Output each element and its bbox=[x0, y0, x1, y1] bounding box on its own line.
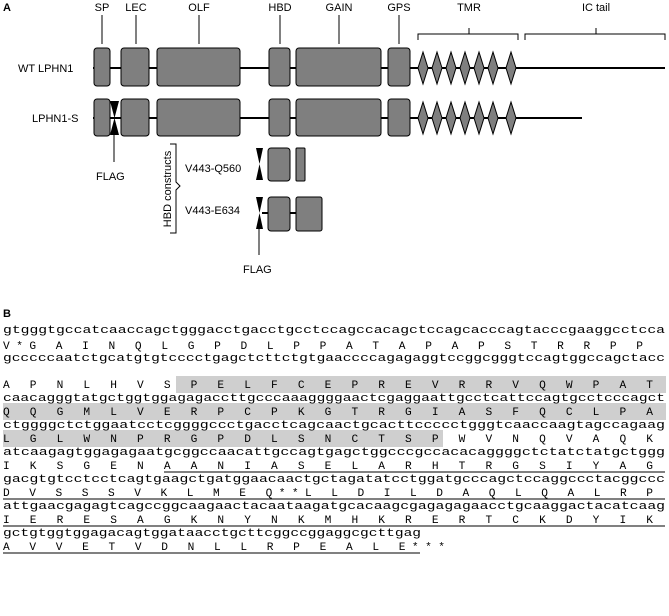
q560-hbd-domain bbox=[267, 147, 291, 182]
domain-label-lec: LEC bbox=[125, 2, 146, 14]
flag-label-bottom: FLAG bbox=[243, 264, 272, 276]
dna-line: attgaacgagagtcagccggcaagaactacaataagatgc… bbox=[3, 501, 665, 513]
aa-line: Q Q G M L V E R P C P K G T R G I A S F … bbox=[3, 407, 653, 419]
panel-b-letter: B bbox=[3, 308, 11, 320]
flag-label-top: FLAG bbox=[96, 171, 125, 183]
dna-line: gctgtggtggagacagtggataacctgcttcggccggagg… bbox=[3, 528, 421, 540]
e634-flag-marker bbox=[256, 197, 263, 229]
hbd-constructs-bracket bbox=[170, 143, 181, 234]
dna-line: gtgggtgccatcaaccagctgggacctgacctgcctccag… bbox=[3, 325, 665, 337]
wt-tm-helices bbox=[417, 50, 517, 86]
hbd-constructs-label: HBD constructs bbox=[162, 150, 174, 227]
v443-q560-construct bbox=[256, 147, 306, 182]
domain-label-ic-tail: IC tail bbox=[582, 2, 610, 14]
domain-label-sp: SP bbox=[95, 2, 110, 14]
wt-sp-domain bbox=[93, 47, 111, 87]
e634-hbd-domain bbox=[267, 196, 291, 232]
s-sp-domain bbox=[93, 98, 111, 137]
e634-partial-domain bbox=[295, 196, 323, 232]
s-flag-marker bbox=[110, 101, 119, 135]
domain-label-hbd: HBD bbox=[268, 2, 291, 14]
s-gain-domain bbox=[295, 98, 382, 137]
v443-e634-construct bbox=[256, 196, 323, 232]
s-hbd-domain bbox=[268, 98, 291, 137]
domain-label-gain: GAIN bbox=[326, 2, 353, 14]
aa-line: A V V E T V D N L L R P E A L E*** bbox=[3, 542, 445, 554]
domain-label-tmr: TMR bbox=[457, 2, 481, 14]
domain-leader-lines bbox=[101, 15, 400, 44]
wt-olf-domain bbox=[156, 47, 241, 87]
dna-line: gcccccaatctgcatgtgtcccctgagctcttctgtgaac… bbox=[3, 353, 665, 365]
aa-line: I E R E S A G K N Y N K M H K R E R T C … bbox=[3, 515, 653, 527]
q560-partial-domain bbox=[295, 147, 306, 182]
construct-label-v443-e634: V443-E634 bbox=[185, 205, 240, 217]
lphn1-s-construct bbox=[93, 98, 582, 137]
dna-line: gacgtgtcctcctcagtgaagctgatggaacaactgctag… bbox=[3, 474, 665, 486]
sequence-underlines bbox=[3, 471, 665, 554]
construct-label-v443-q560: V443-Q560 bbox=[185, 163, 241, 175]
domain-label-gps: GPS bbox=[387, 2, 410, 14]
wt-lec-domain bbox=[120, 47, 150, 87]
sequence-rows: gtgggtgccatcaaccagctgggacctgacctgcctccag… bbox=[3, 325, 665, 554]
sequence-highlights bbox=[3, 376, 666, 447]
s-olf-domain bbox=[156, 98, 241, 137]
wt-gps-domain bbox=[387, 47, 411, 87]
dna-line: atcaagagtggagagaatgcggccaacattgccagtgagc… bbox=[3, 447, 665, 459]
wt-hbd-domain bbox=[268, 47, 291, 87]
aa-line: L G L W N P R G P D L S N C T S P W V N … bbox=[3, 434, 653, 446]
wt-lphn1-construct bbox=[93, 47, 665, 87]
q560-flag-marker bbox=[256, 148, 263, 180]
s-gps-domain bbox=[387, 98, 411, 137]
tmr-brace bbox=[417, 28, 519, 40]
aa-line: I K S G E N A A N I A S E L A R H T R G … bbox=[3, 461, 653, 473]
domain-label-olf: OLF bbox=[188, 2, 210, 14]
construct-label-wt: WT LPHN1 bbox=[18, 63, 73, 75]
wt-gain-domain bbox=[295, 47, 382, 87]
s-lec-domain bbox=[120, 98, 150, 137]
dna-line: ctggggctctggaatcctcggggccctgacctcagcaact… bbox=[3, 420, 665, 432]
construct-label-lphn1-s: LPHN1-S bbox=[32, 113, 78, 125]
panel-a-letter: A bbox=[3, 2, 11, 14]
s-tm-helices bbox=[417, 100, 517, 136]
ic-tail-brace bbox=[524, 28, 666, 40]
dna-line: caacagggtatgctggtggagagaccttgcccaaagggga… bbox=[3, 393, 665, 405]
aa-line: V*G A I N Q L G P D L P P A T A P A P S … bbox=[3, 341, 643, 353]
aa-line: A P N L H V S P E L F C E P R E V R R V … bbox=[3, 380, 653, 392]
aa-line: D V S S S V K L M E Q**L L D I L D A Q L… bbox=[3, 488, 653, 500]
